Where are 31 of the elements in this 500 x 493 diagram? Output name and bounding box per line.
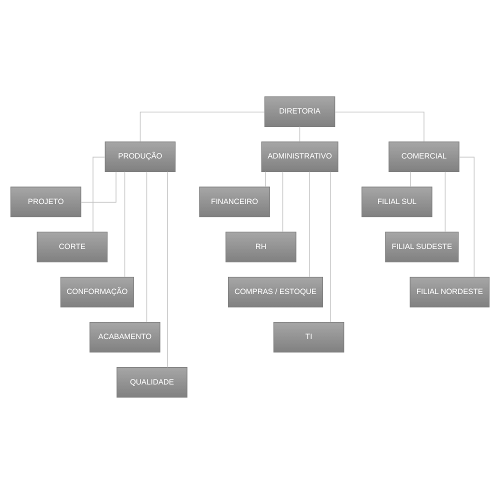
connector (334, 111, 424, 142)
connector (146, 171, 148, 322)
node-box: CONFORMAÇÃO (60, 276, 134, 307)
node-box: ACABAMENTO (90, 321, 160, 352)
connector (265, 170, 266, 187)
connector (140, 111, 265, 142)
node-box: COMPRAS / ESTOQUE (228, 276, 324, 307)
node-box: TI (273, 321, 344, 352)
node-box: QUALIDADE (116, 366, 188, 398)
connector (282, 171, 284, 232)
node-box: ADMINISTRATIVO (261, 141, 338, 172)
connector (330, 171, 331, 322)
connector (308, 170, 310, 277)
node-box: FILIAL NORDESTE (410, 276, 490, 307)
node-box: PROJETO (10, 186, 82, 217)
node-box: FILIAL SUDESTE (385, 231, 459, 262)
connector (92, 156, 106, 232)
connector (299, 126, 300, 142)
node-box: FINANCEIRO (199, 186, 270, 217)
node-box: COMERCIAL (388, 141, 460, 172)
connector (167, 170, 168, 368)
node-box: DIRETORIA (264, 96, 336, 126)
node-box: FILIAL SUL (362, 186, 432, 217)
node-box: CORTE (36, 231, 108, 262)
node-box: PRODUÇÃO (104, 141, 176, 172)
connector (444, 171, 446, 232)
connector (124, 170, 126, 277)
connector (410, 170, 411, 187)
connector (80, 171, 116, 202)
connector (458, 156, 474, 277)
node-box: RH (226, 231, 296, 262)
